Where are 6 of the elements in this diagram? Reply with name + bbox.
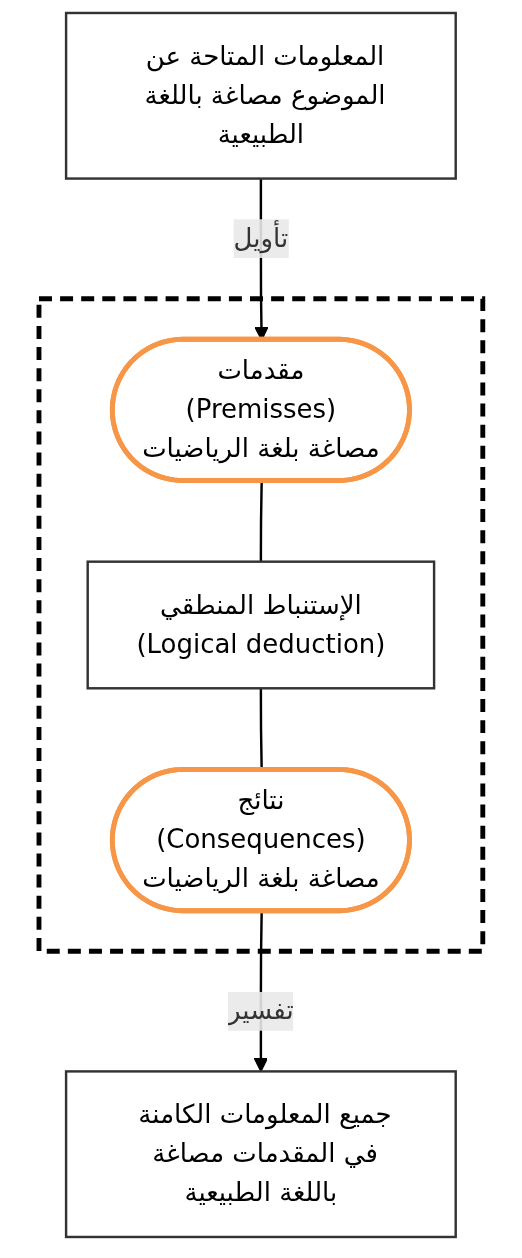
node-box: المعلومات المتاحة عن الموضوع مصاغة باللغة الطبيعية (65, 11, 458, 180)
edge-label: تأويل (233, 222, 289, 254)
connector (259, 481, 264, 562)
node-box: جميع المعلومات الكامنة في المقدمات مصاغة باللغة الطبيعية (65, 1070, 458, 1239)
edge-label: تفسير (228, 995, 294, 1026)
cluster (36, 296, 486, 954)
